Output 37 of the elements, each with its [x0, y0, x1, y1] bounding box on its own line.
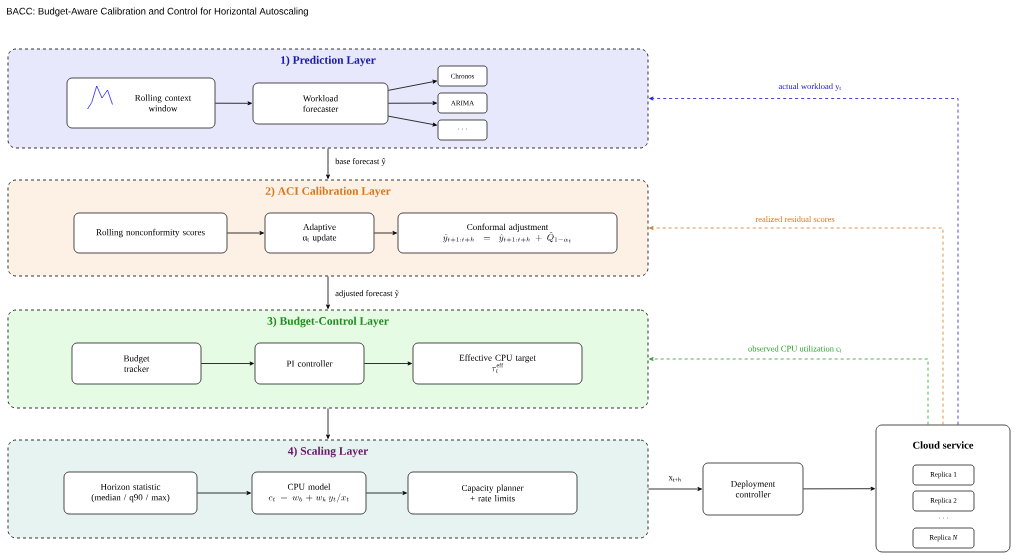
- arrow: [649, 357, 929, 426]
- process-box: Horizon statistic (median / q90 / max): [63, 471, 198, 515]
- process-box: Workload forecaster: [252, 82, 389, 125]
- arrow: [326, 276, 330, 309]
- arrow: [363, 361, 412, 366]
- edge-label: x$_{t+h}$: [668, 476, 681, 482]
- process-box: Conformal adjustment $\tilde{y}_{t+1:t+h} = \hat{y}_{t+1:t+h} + \hat{Q}_{1-\alpha_t}$: [397, 212, 618, 254]
- arrow: [326, 408, 330, 439]
- process-box: Capacity planner + rate limits: [407, 471, 578, 515]
- arrow: [226, 231, 264, 235]
- arrow: [649, 226, 944, 426]
- arrow: [649, 96, 959, 426]
- process-box: PI controller: [254, 342, 365, 385]
- edge-label: observed CPU utilization c$_{t}$: [748, 345, 842, 353]
- arrow: [196, 491, 251, 495]
- arrow: [387, 101, 437, 106]
- edge-label: adjusted forecast ỹ: [335, 290, 399, 298]
- arrow: [373, 231, 397, 235]
- process-box: Rolling nonconformity scores: [73, 212, 228, 254]
- arrow: [648, 487, 702, 491]
- arrow: [802, 486, 875, 491]
- process-box: Budget tracker: [71, 342, 202, 385]
- edge-label: actual workload y$_{t}$: [778, 83, 841, 91]
- process-box: Effective CPU target $\tau_t^{\mathrm{eff}}$: [412, 342, 583, 385]
- process-box: Deployment controller: [702, 462, 804, 516]
- arrow: [365, 491, 407, 495]
- arrow: [387, 115, 438, 127]
- arrow: [387, 79, 438, 91]
- process-box: Adaptive α$_{t}$ update: [264, 212, 375, 254]
- arrow: [326, 148, 330, 179]
- edge-label: base forecast ŷ: [335, 158, 386, 166]
- title: BACC: Budget-Aware Calibration and Control for Horizontal Autoscaling: [7, 7, 308, 17]
- process-box: CPU model $c_t = w_b + w_k\, y_t / x_t$: [251, 471, 367, 515]
- process-box: Rolling context window: [66, 77, 216, 129]
- edge-label: realized residual scores: [755, 216, 835, 222]
- arrow: [214, 101, 252, 106]
- arrow: [200, 361, 254, 366]
